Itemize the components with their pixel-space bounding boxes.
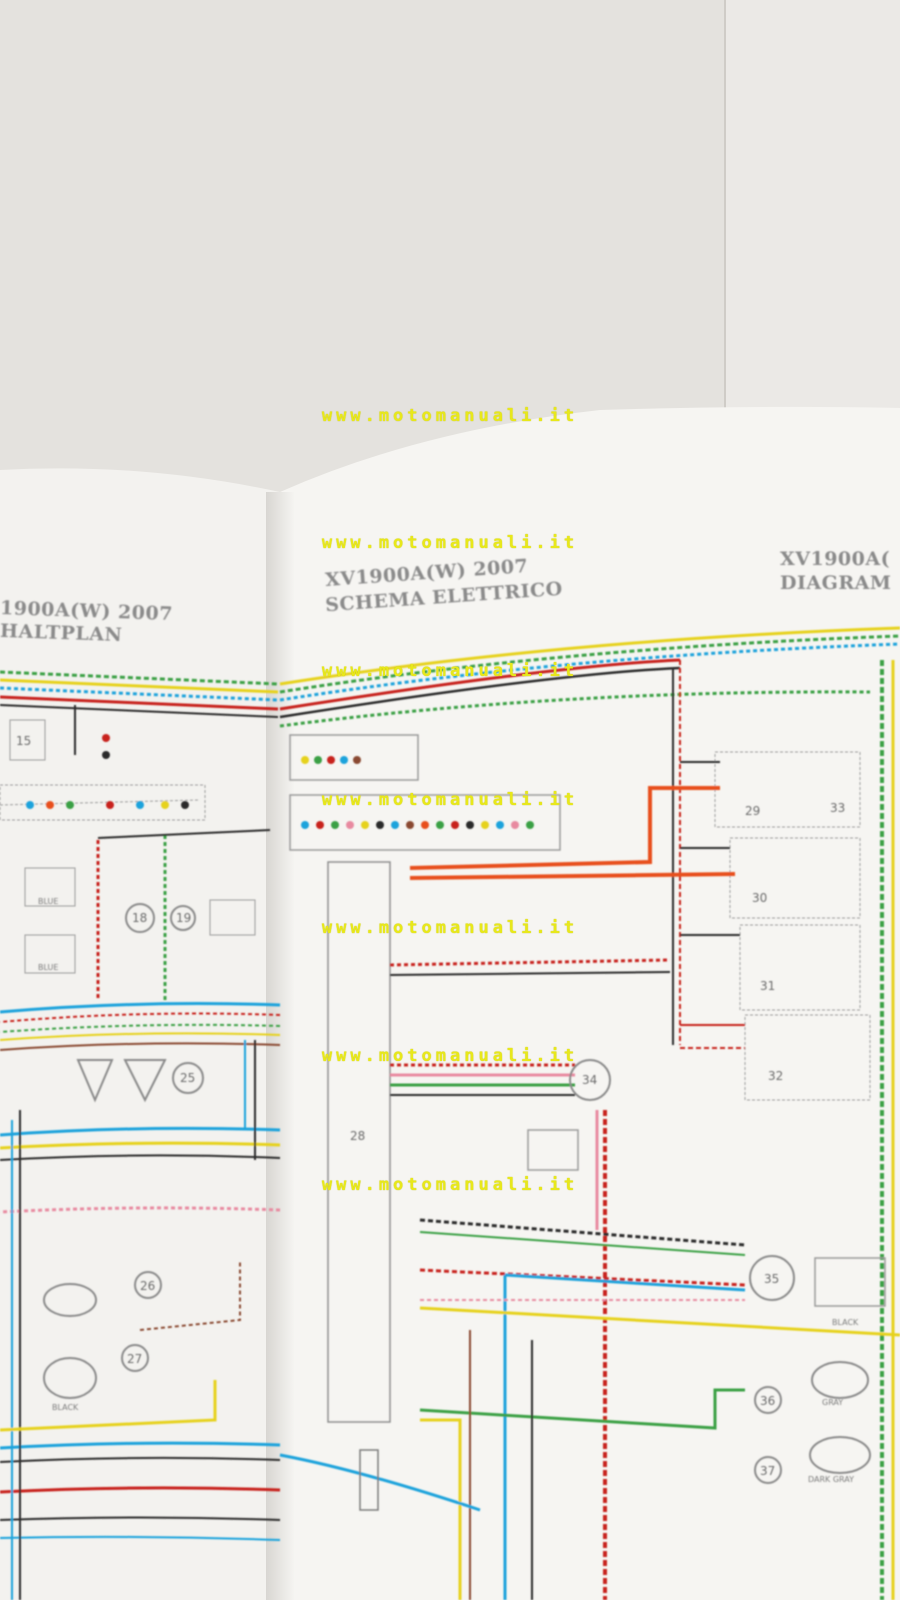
watermark-text: www.motomanuali.it <box>321 790 579 810</box>
right-page <box>280 406 900 1600</box>
component-label: 37 <box>760 1464 775 1478</box>
connector-labels: BLUE BLUE BLACK BLACK GRAY DARK GRAY <box>38 897 859 1484</box>
top-bus-left <box>0 670 279 718</box>
component-label: 15 <box>16 734 31 748</box>
component-label: 25 <box>180 1071 195 1085</box>
background-panel <box>725 0 900 420</box>
watermark-text: www.motomanuali.it <box>321 406 579 426</box>
component-label: 36 <box>760 1394 775 1408</box>
component-label: 26 <box>140 1279 155 1293</box>
component-label: 30 <box>752 891 767 905</box>
component-label: 19 <box>176 911 191 925</box>
right-page-subtitle: DIAGRAM <box>780 572 892 594</box>
component-label: 29 <box>745 804 760 818</box>
watermark-text: www.motomanuali.it <box>321 1175 579 1195</box>
connector-label: BLACK <box>832 1318 859 1327</box>
watermark-text: www.motomanuali.it <box>321 661 579 681</box>
page-gutter <box>266 492 294 1600</box>
component-label: 32 <box>768 1069 783 1083</box>
watermark-text: www.motomanuali.it <box>321 918 579 938</box>
connector-label: BLUE <box>38 897 58 906</box>
component-label: 18 <box>132 911 147 925</box>
connector-label: BLACK <box>52 1403 79 1412</box>
ecu-block <box>327 861 391 1423</box>
left-connector-pins <box>26 734 189 809</box>
watermark-text: www.motomanuali.it <box>321 1046 579 1066</box>
wiring-diagram <box>0 626 900 1600</box>
connector-label: GRAY <box>822 1398 843 1407</box>
component-label: 34 <box>582 1073 597 1087</box>
connector-label: DARK GRAY <box>808 1475 854 1484</box>
component-label: 33 <box>830 801 845 815</box>
left-page-subtitle: HALTPLAN <box>0 619 123 647</box>
component-label: 35 <box>764 1272 779 1286</box>
component-label: 31 <box>760 979 775 993</box>
component-label: 27 <box>127 1352 142 1366</box>
connector-pins <box>301 756 534 829</box>
watermark-text: www.motomanuali.it <box>321 533 579 553</box>
connector-label: BLUE <box>38 963 58 972</box>
component-labels: 15 18 19 25 26 27 29 30 31 32 33 34 35 3… <box>16 734 845 1478</box>
component-label: 28 <box>350 1129 365 1143</box>
top-bus-right <box>279 626 900 728</box>
right-page-title: XV1900A( <box>780 548 891 570</box>
